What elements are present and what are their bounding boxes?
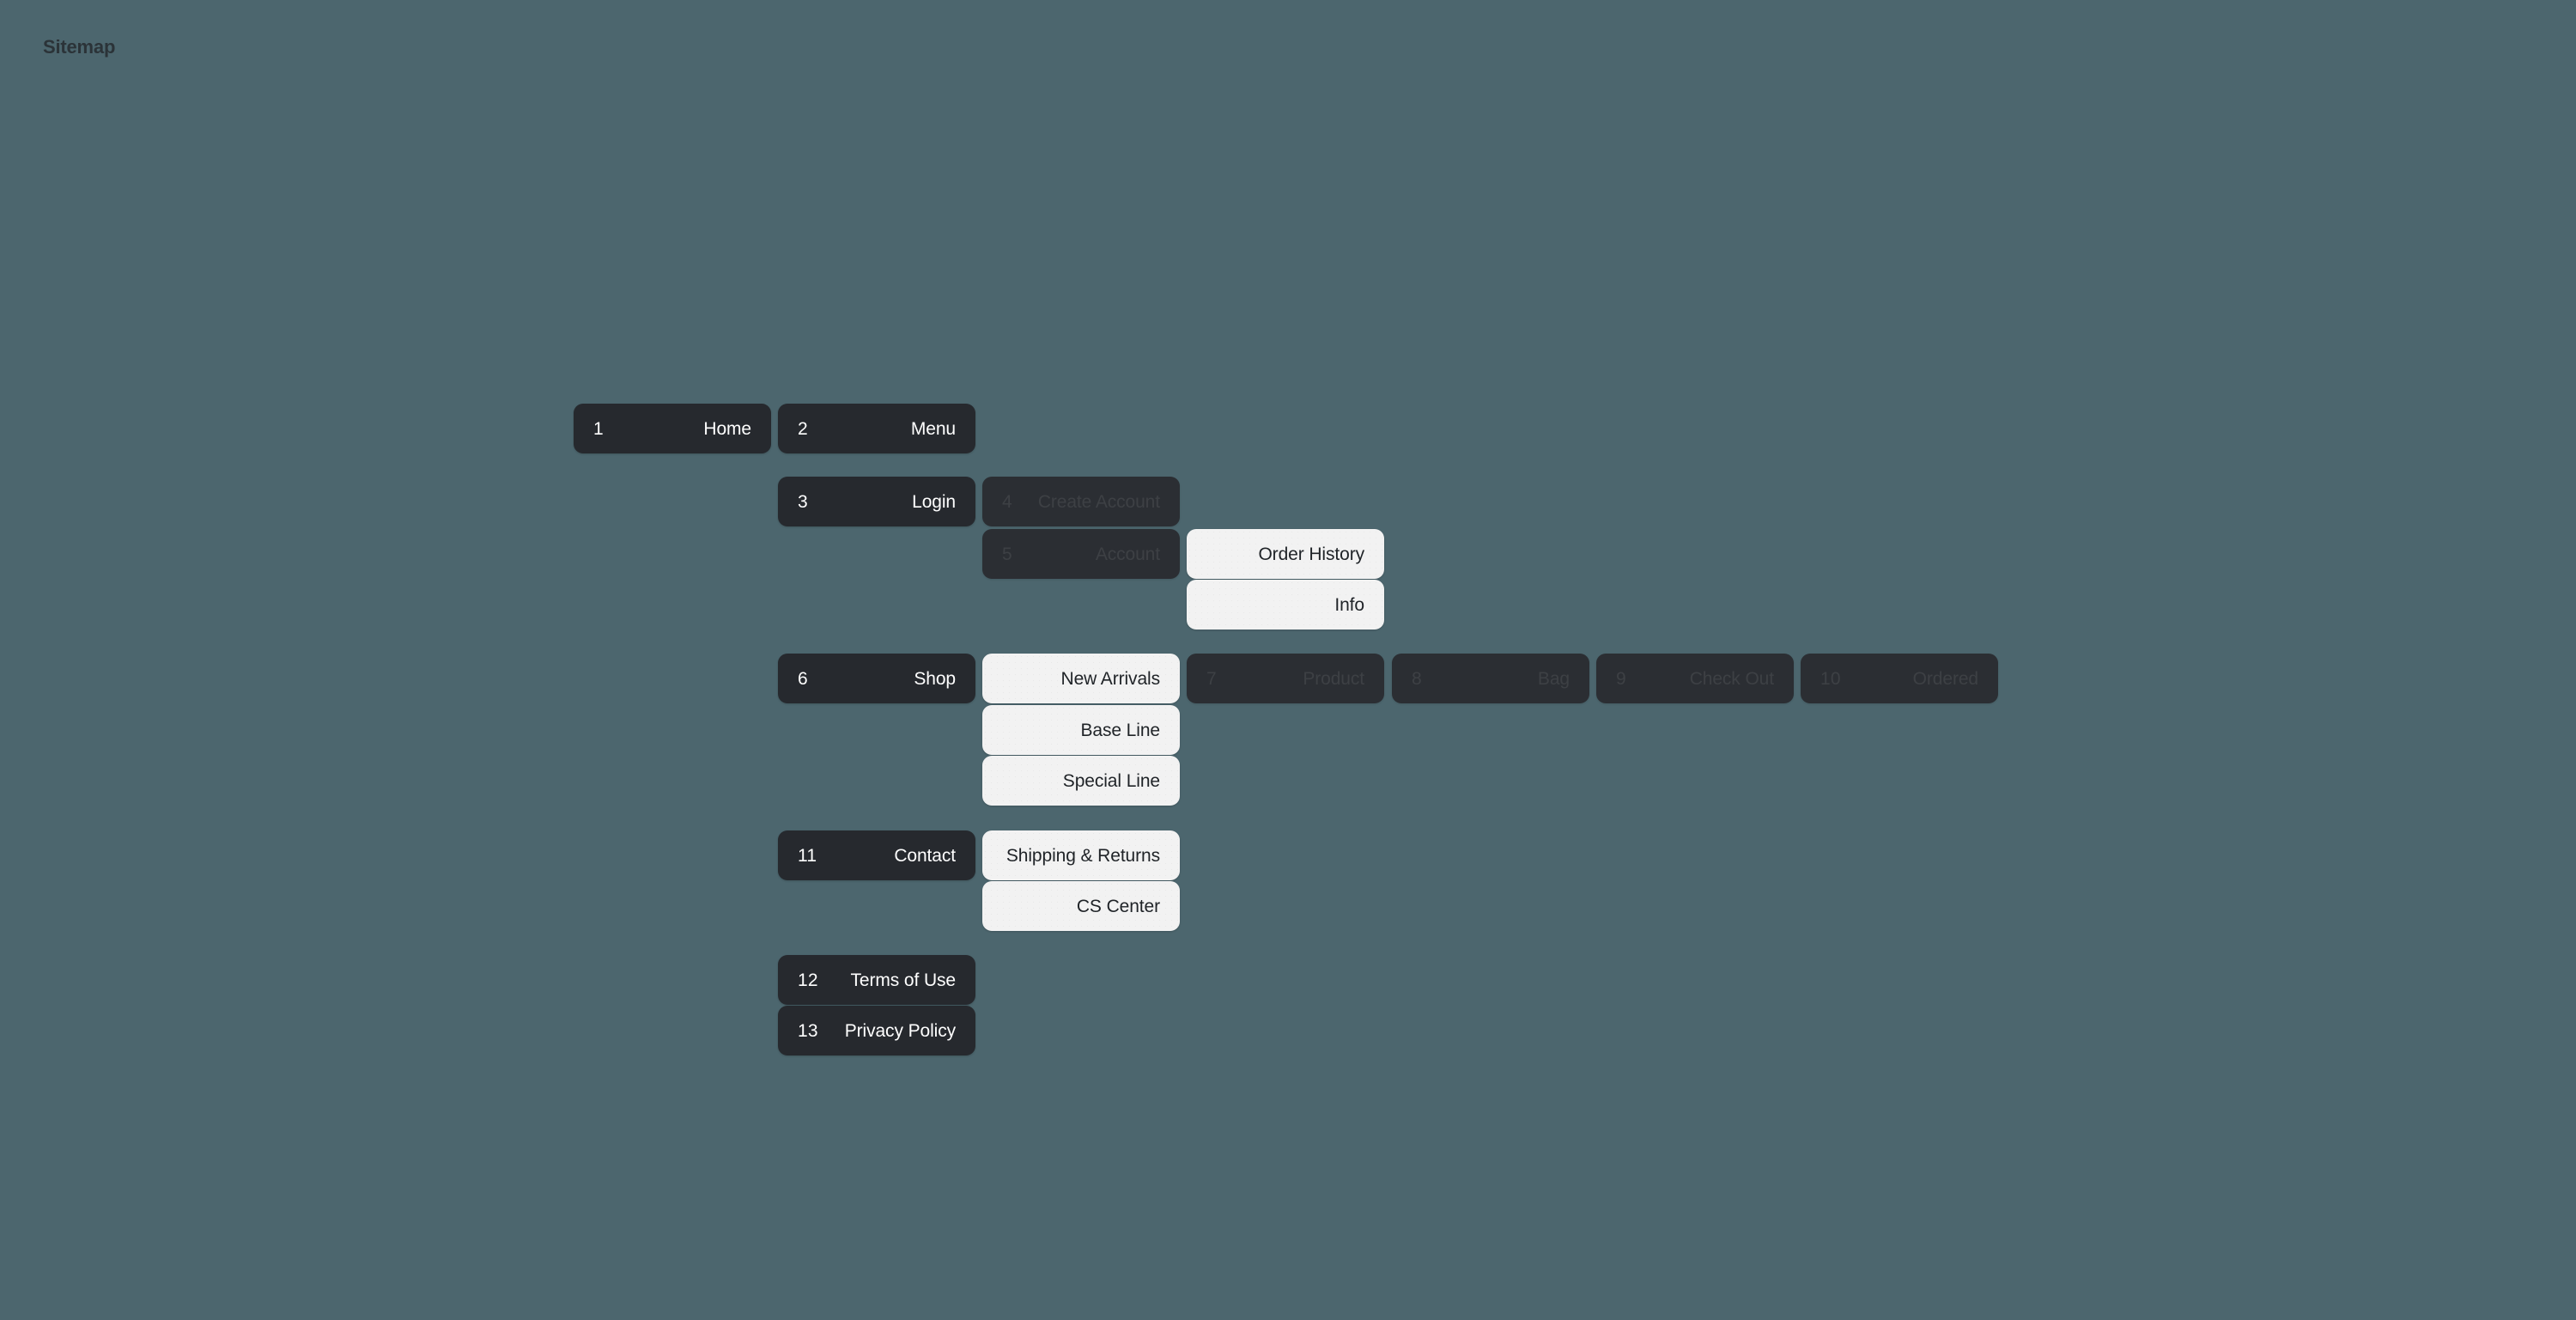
node-label: Special Line xyxy=(1062,770,1160,791)
node-number: 9 xyxy=(1616,668,1626,689)
sitemap-node-ordered[interactable]: 10 Ordered xyxy=(1801,654,1998,703)
node-number: 8 xyxy=(1412,668,1422,689)
sitemap-node-check-out[interactable]: 9 Check Out xyxy=(1596,654,1794,703)
sitemap-node-base-line[interactable]: Base Line xyxy=(982,705,1180,755)
node-label: Info xyxy=(1334,594,1364,615)
node-label: Home xyxy=(703,418,751,439)
sitemap-node-terms-of-use[interactable]: 12 Terms of Use xyxy=(778,955,975,1005)
sitemap-node-menu[interactable]: 2 Menu xyxy=(778,404,975,453)
sitemap-node-account[interactable]: 5 Account xyxy=(982,529,1180,579)
node-number: 5 xyxy=(1002,544,1012,564)
sitemap-node-info[interactable]: Info xyxy=(1187,580,1384,630)
node-label: Check Out xyxy=(1689,668,1774,689)
node-label: Contact xyxy=(894,845,956,866)
sitemap-node-create-account[interactable]: 4 Create Account xyxy=(982,477,1180,526)
node-label: Menu xyxy=(910,418,956,439)
page-title: Sitemap xyxy=(43,36,116,58)
node-label: Order History xyxy=(1258,544,1364,564)
node-label: Account xyxy=(1095,544,1160,564)
node-label: New Arrivals xyxy=(1060,668,1161,689)
sitemap-node-privacy-policy[interactable]: 13 Privacy Policy xyxy=(778,1006,975,1055)
node-number: 11 xyxy=(798,845,817,866)
node-number: 4 xyxy=(1002,491,1012,512)
sitemap-node-shipping-and-returns[interactable]: Shipping & Returns xyxy=(982,830,1180,880)
node-label: Bag xyxy=(1537,668,1570,689)
sitemap-node-new-arrivals[interactable]: New Arrivals xyxy=(982,654,1180,703)
node-number: 2 xyxy=(798,418,808,439)
node-number: 1 xyxy=(593,418,604,439)
sitemap-node-cs-center[interactable]: CS Center xyxy=(982,881,1180,931)
sitemap-node-product[interactable]: 7 Product xyxy=(1187,654,1384,703)
node-number: 6 xyxy=(798,668,808,689)
sitemap-node-shop[interactable]: 6 Shop xyxy=(778,654,975,703)
node-label: Base Line xyxy=(1080,720,1160,740)
sitemap-node-contact[interactable]: 11 Contact xyxy=(778,830,975,880)
node-number: 3 xyxy=(798,491,808,512)
node-number: 12 xyxy=(798,970,818,990)
sitemap-node-login[interactable]: 3 Login xyxy=(778,477,975,526)
node-label: Ordered xyxy=(1912,668,1978,689)
node-label: Terms of Use xyxy=(850,970,957,990)
node-number: 10 xyxy=(1820,668,1841,689)
sitemap-node-bag[interactable]: 8 Bag xyxy=(1392,654,1589,703)
sitemap-node-special-line[interactable]: Special Line xyxy=(982,756,1180,806)
node-label: CS Center xyxy=(1076,896,1160,916)
node-number: 7 xyxy=(1206,668,1217,689)
node-label: Product xyxy=(1303,668,1364,689)
node-number: 13 xyxy=(798,1020,818,1041)
node-label: Shop xyxy=(914,668,956,689)
sitemap-node-home[interactable]: 1 Home xyxy=(574,404,771,453)
node-label: Login xyxy=(912,491,956,512)
node-label: Shipping & Returns xyxy=(1005,845,1160,866)
sitemap-node-order-history[interactable]: Order History xyxy=(1187,529,1384,579)
node-label: Create Account xyxy=(1037,491,1160,512)
node-label: Privacy Policy xyxy=(844,1020,956,1041)
